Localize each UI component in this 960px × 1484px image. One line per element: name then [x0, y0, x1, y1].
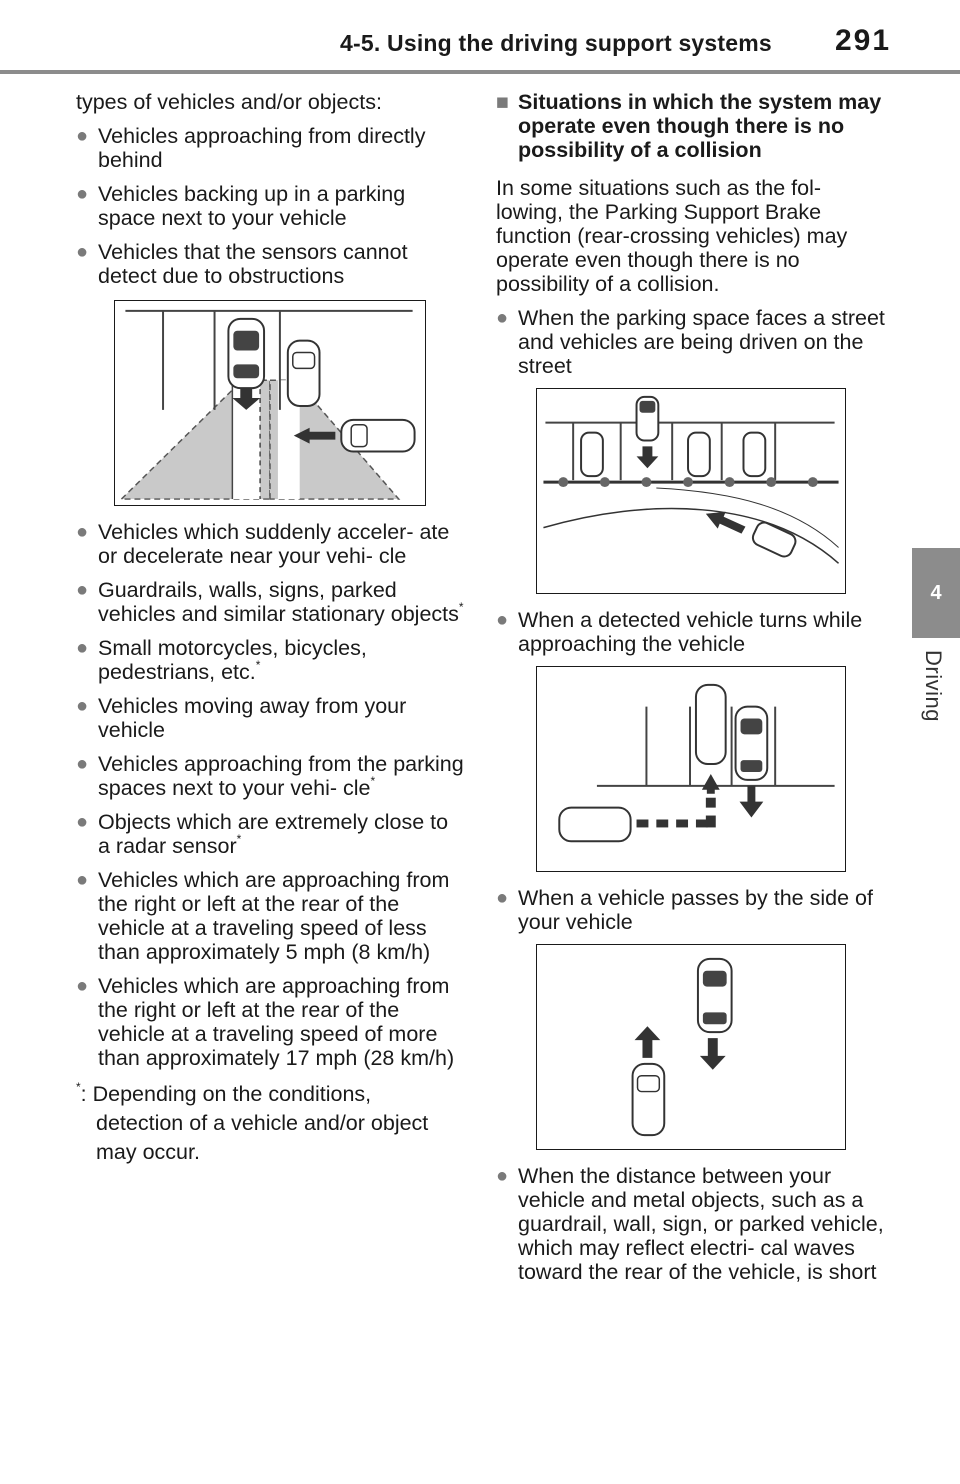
list-item-text: Vehicles which are approaching from the …: [98, 974, 455, 1070]
list-item: ● Vehicles which are approaching from the…: [76, 868, 466, 964]
list-item-text: Guardrails, walls, signs, parked vehicle…: [98, 578, 459, 626]
list-item: ● Vehicles approaching from directly behi…: [76, 124, 466, 172]
chapter-tab[interactable]: 4: [912, 548, 960, 638]
bullet-icon: ●: [496, 307, 509, 329]
bullet-icon: ●: [496, 1165, 509, 1187]
section-title: 4-5. Using the driving support systems: [340, 30, 772, 56]
bullet-icon: ●: [76, 637, 89, 659]
list-item: ● When a detected vehicle turns while app…: [496, 608, 891, 656]
list-item: ● Small motorcycles, bicycles, pedestrian…: [76, 636, 466, 684]
bullet-icon: ●: [76, 753, 89, 775]
bullet-icon: ●: [76, 869, 89, 891]
list-item-text: When a vehicle passes by the side of you…: [518, 886, 873, 934]
footnote-mark: *: [458, 600, 464, 614]
turning-vehicle-illustration: [536, 666, 846, 872]
street-parking-illustration: [536, 388, 846, 594]
sensor-obstruction-illustration: [114, 300, 426, 506]
footnote-lead: : Depending on the conditions,: [80, 1082, 372, 1106]
left-column: types of vehicles and/or objects: ● Vehic…: [76, 90, 466, 1167]
footnote-mark: *: [236, 832, 242, 846]
list-item: ● When a vehicle passes by the side of yo…: [496, 886, 891, 934]
list-item: ● Vehicles moving away from your vehicle: [76, 694, 466, 742]
list-item-text: Objects which are extremely close to a r…: [98, 810, 449, 858]
bullet-icon: ●: [76, 579, 89, 601]
list-item-text: Vehicles backing up in a parking space n…: [98, 182, 406, 230]
list-item: ● Vehicles that the sensors cannot detect…: [76, 240, 466, 288]
square-marker-icon: ■: [496, 90, 509, 114]
header-divider: [0, 70, 960, 74]
list-item-text: Vehicles that the sensors cannot detect …: [98, 240, 408, 288]
list-item-text: Small motorcycles, bicycles, pedestrians…: [98, 636, 367, 684]
list-item: ● Vehicles which suddenly acceler- ate or…: [76, 520, 466, 568]
passing-vehicle-illustration: [536, 944, 846, 1150]
chapter-label: Driving: [921, 650, 946, 722]
list-item-text: Vehicles which are approaching from the …: [98, 868, 450, 964]
chapter-number: 4: [930, 581, 942, 604]
bullet-icon: ●: [496, 887, 509, 909]
list-item: ● Vehicles approaching from the parking s…: [76, 752, 466, 800]
bullet-icon: ●: [76, 125, 89, 147]
footnote-mark: *: [255, 658, 261, 672]
bullet-icon: ●: [76, 521, 89, 543]
list-item-text: When a detected vehicle turns while appr…: [518, 608, 863, 656]
list-item: ● Objects which are extremely close to a …: [76, 810, 466, 858]
list-item-text: Vehicles approaching from directly behin…: [98, 124, 426, 172]
bullet-icon: ●: [76, 241, 89, 263]
list-item-text: When the parking space faces a street an…: [518, 306, 885, 378]
list-item-text: Vehicles approaching from the parking sp…: [98, 752, 464, 800]
intro-text: In some situations such as the fol- lowi…: [496, 176, 848, 296]
intro-text: types of vehicles and/or objects:: [76, 90, 382, 114]
footnote: *: Depending on the conditions, detection…: [76, 1080, 466, 1167]
list-item-text: When the distance between your vehicle a…: [518, 1164, 884, 1284]
list-item: ● Vehicles which are approaching from the…: [76, 974, 466, 1070]
bullet-icon: ●: [76, 183, 89, 205]
footnote-mark: *: [370, 774, 376, 788]
list-item-text: Vehicles which suddenly acceler- ate or …: [98, 520, 450, 568]
bullet-icon: ●: [76, 975, 89, 997]
subsection-heading: ■ Situations in which the system may oper…: [496, 90, 891, 162]
right-column: ■ Situations in which the system may oper…: [496, 90, 891, 1294]
list-item: ● Vehicles backing up in a parking space …: [76, 182, 466, 230]
page-number: 291: [835, 24, 892, 57]
list-item: ● Guardrails, walls, signs, parked vehicl…: [76, 578, 466, 626]
subsection-heading-text: Situations in which the system may opera…: [518, 90, 882, 162]
bullet-icon: ●: [496, 609, 509, 631]
bullet-icon: ●: [76, 811, 89, 833]
bullet-icon: ●: [76, 695, 89, 717]
list-item-text: Vehicles moving away from your vehicle: [98, 694, 407, 742]
list-item: ● When the distance between your vehicle …: [496, 1164, 891, 1284]
list-item: ● When the parking space faces a street a…: [496, 306, 891, 378]
footnote-rest: detection of a vehicle and/or object may…: [96, 1111, 429, 1164]
footnote-mark: *: [76, 1080, 81, 1094]
